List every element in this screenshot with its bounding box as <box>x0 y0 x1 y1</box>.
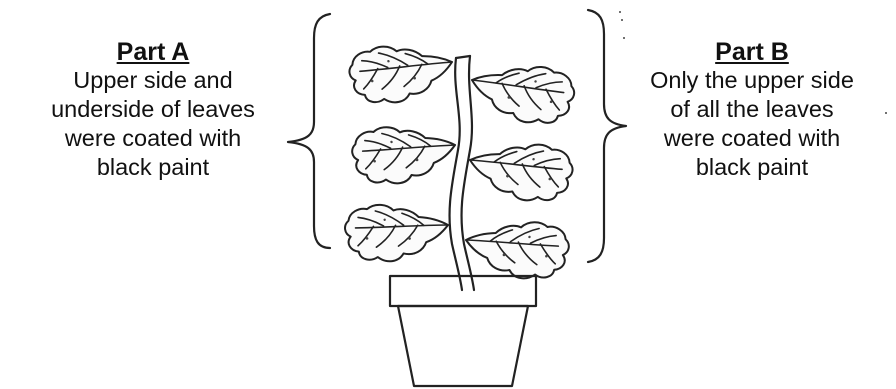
part-a-label: Part A Upper side and underside of leave… <box>28 38 278 182</box>
part-b-line: were coated with <box>612 124 892 153</box>
stem <box>450 58 462 290</box>
stem <box>462 56 474 290</box>
part-b-label: Part B Only the upper side of all the le… <box>612 38 892 182</box>
pot-rim <box>390 276 536 306</box>
part-a-line: were coated with <box>28 124 278 153</box>
part-b-line: black paint <box>612 153 892 182</box>
part-b-line: Only the upper side <box>612 66 892 95</box>
part-a-line: Upper side and <box>28 66 278 95</box>
part-b-title: Part B <box>612 38 892 66</box>
part-a-line: black paint <box>28 153 278 182</box>
part-a-title: Part A <box>28 38 278 66</box>
part-b-line: of all the leaves <box>612 95 892 124</box>
left-brace <box>288 14 330 248</box>
pot-body <box>398 306 528 386</box>
part-a-line: underside of leaves <box>28 95 278 124</box>
